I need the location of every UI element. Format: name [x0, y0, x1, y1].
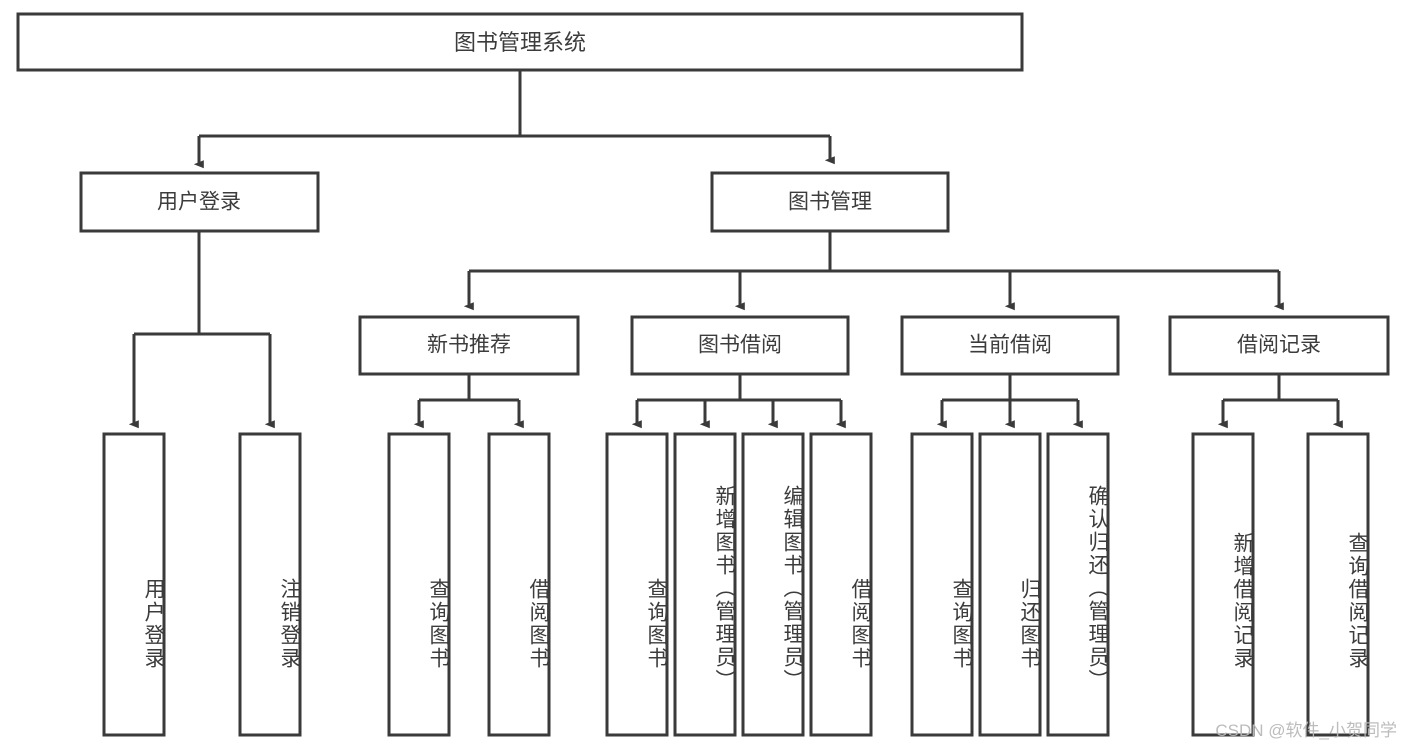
node-borrow-record[interactable]: 借阅记录 — [1168, 315, 1390, 376]
node-leaf-borrow-book-2-box[interactable] — [809, 432, 873, 737]
node-leaf-add-record-box[interactable] — [1191, 432, 1255, 737]
connector-layer — [128, 70, 1343, 429]
node-new-book-rec-box[interactable] — [358, 315, 580, 376]
node-layer: 图书管理系统 用户登录 图书管理 新书推荐 图书借阅 当前 — [16, 12, 1390, 737]
node-leaf-user-logout-box[interactable] — [238, 432, 302, 737]
node-user-login-box[interactable] — [79, 171, 320, 233]
node-current-borrow-label: 当前借阅 — [968, 334, 1052, 357]
node-leaf-query-book-2-box[interactable] — [605, 432, 669, 737]
node-leaf-query-book-3-box[interactable] — [910, 432, 974, 737]
node-leaf-confirm-return-box[interactable] — [1046, 432, 1110, 737]
node-book-manage-box[interactable] — [710, 171, 950, 233]
node-book-manage-label: 图书管理 — [788, 191, 872, 214]
node-borrow-record-box[interactable] — [1168, 315, 1390, 376]
node-new-book-rec-label: 新书推荐 — [427, 334, 511, 357]
node-book-borrow-box[interactable] — [630, 315, 850, 376]
node-book-borrow[interactable]: 图书借阅 — [630, 315, 850, 376]
node-leaf-query-book-1-box[interactable] — [387, 432, 451, 737]
node-new-book-rec[interactable]: 新书推荐 — [358, 315, 580, 376]
node-book-borrow-label: 图书借阅 — [698, 334, 782, 357]
node-leaf-query-record-box[interactable] — [1306, 432, 1370, 737]
node-current-borrow-box[interactable] — [900, 315, 1120, 376]
node-borrow-record-label: 借阅记录 — [1237, 334, 1321, 357]
node-leaf-return-book-box[interactable] — [978, 432, 1042, 737]
node-current-borrow[interactable]: 当前借阅 — [900, 315, 1120, 376]
node-user-login-label: 用户登录 — [157, 191, 241, 214]
node-user-login[interactable]: 用户登录 — [79, 171, 320, 233]
node-leaf-add-book-box[interactable] — [673, 432, 737, 737]
node-leaf-edit-book-box[interactable] — [741, 432, 805, 737]
node-book-manage[interactable]: 图书管理 — [710, 171, 950, 233]
node-leaf-borrow-book-1-box[interactable] — [487, 432, 551, 737]
node-root-label: 图书管理系统 — [454, 30, 586, 55]
node-root[interactable]: 图书管理系统 — [16, 12, 1024, 72]
watermark-text: CSDN @软件_小贺同学 — [1215, 721, 1397, 740]
node-root-box[interactable] — [16, 12, 1024, 72]
node-leaf-user-login-box[interactable] — [102, 432, 166, 737]
